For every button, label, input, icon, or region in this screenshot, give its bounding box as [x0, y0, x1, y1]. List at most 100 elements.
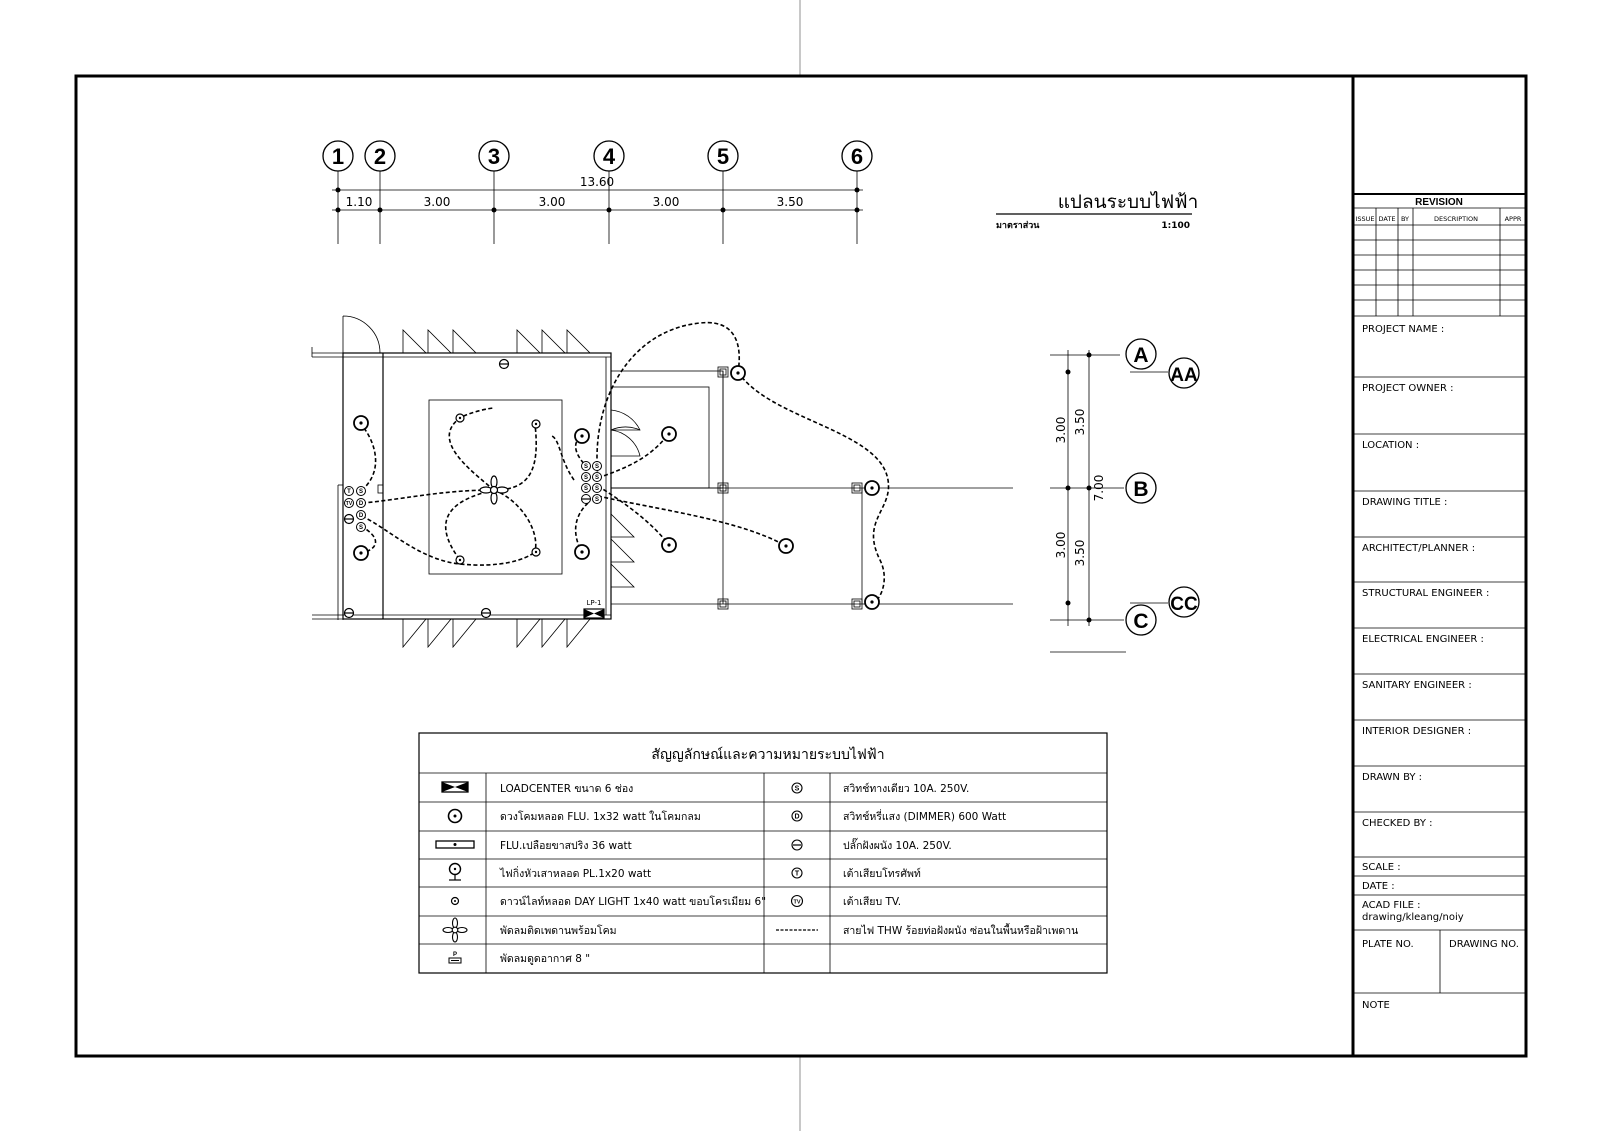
legend-text: สวิทช์หรี่แสง (DIMMER) 600 Watt — [843, 809, 1006, 823]
switch-icon: S — [791, 782, 803, 794]
scale-label: มาตราส่วน — [996, 220, 1040, 231]
svg-text:1: 1 — [332, 144, 344, 169]
exhaust-fan-icon: P — [448, 952, 462, 964]
grid-bubble-6: 6 — [841, 140, 873, 172]
svg-text:ISSUE: ISSUE — [1355, 215, 1374, 223]
svg-text:B: B — [1133, 478, 1148, 501]
field-checked-by: CHECKED BY : — [1362, 818, 1433, 829]
field-location: LOCATION : — [1362, 440, 1419, 451]
horizontal-dimensions: 13.60 1.10 3.00 3.00 3.00 3.50 — [332, 175, 863, 213]
grid-bubble-5: 5 — [707, 140, 739, 172]
legend-text: พัดลมดูดอากาศ 8 " — [500, 953, 590, 965]
ceiling-fan-icon — [442, 917, 468, 943]
svg-text:S: S — [595, 486, 599, 492]
ceiling-lamp-icon — [447, 808, 463, 824]
scale-value: 1:100 — [1161, 221, 1190, 231]
louvers-top — [402, 329, 591, 354]
span-dimension: 3.00 — [424, 195, 451, 209]
svg-text:S: S — [359, 525, 363, 531]
title-block: REVISION ISSUE DATE BY DESCRIPTION APPR — [1353, 193, 1526, 1011]
field-sanitary-engineer: SANITARY ENGINEER : — [1362, 680, 1472, 691]
flu-batten-icon — [435, 840, 475, 849]
outlet-icon — [791, 839, 803, 851]
post-lamp-icon — [448, 862, 462, 881]
span-dimension: 3.00 — [653, 195, 680, 209]
legend-text: ปลั๊กฝังผนัง 10A. 250V. — [843, 837, 952, 852]
svg-text:DATE: DATE — [1379, 215, 1396, 223]
legend-text: ดาวน์ไลท์หลอด DAY LIGHT 1x40 watt ขอบโคร… — [500, 895, 766, 908]
grid-bubble-A: A — [1125, 338, 1157, 370]
phone-outlet-icon: T — [791, 867, 803, 879]
grid-bubble-2: 2 — [364, 140, 396, 172]
svg-text:D: D — [794, 814, 799, 821]
field-project-owner: PROJECT OWNER : — [1362, 383, 1453, 394]
svg-text:S: S — [584, 464, 588, 470]
field-date: DATE : — [1362, 881, 1395, 892]
field-drawn-by: DRAWN BY : — [1362, 772, 1422, 783]
acad-file-value: drawing/kleang/noiy — [1362, 912, 1464, 923]
field-electrical-engineer: ELECTRICAL ENGINEER : — [1362, 634, 1484, 645]
legend-text: พัดลมติดเพดานพร้อมโคม — [500, 924, 617, 937]
legend-title: สัญญลักษณ์และความหมายระบบไฟฟ้า — [651, 746, 884, 763]
field-note: NOTE — [1362, 1000, 1390, 1011]
loadcenter-icon — [441, 781, 469, 793]
switch-group-left: T S TV D D S — [344, 486, 366, 532]
svg-text:P: P — [453, 952, 457, 958]
field-architect: ARCHITECT/PLANNER : — [1362, 543, 1475, 554]
span-dimension: 1.10 — [346, 195, 373, 209]
legend-text: สายไฟ THW ร้อยท่อฝังผนัง ซ่อนในพื้นหรือฝ… — [843, 923, 1078, 937]
louvers-right — [610, 513, 635, 588]
field-scale: SCALE : — [1362, 862, 1401, 873]
svg-text:A: A — [1133, 344, 1148, 367]
field-drawing-no: DRAWING NO. — [1449, 939, 1519, 950]
svg-text:TV: TV — [793, 900, 800, 906]
overall-dimension: 13.60 — [580, 175, 614, 189]
outlet-icon — [343, 358, 510, 619]
svg-text:TV: TV — [346, 501, 353, 507]
columns — [717, 366, 863, 610]
svg-text:3.50: 3.50 — [1073, 540, 1087, 567]
svg-text:S: S — [795, 786, 800, 793]
legend-text: ไฟกิ่งหัวเสาหลอด PL.1x20 watt — [499, 866, 651, 880]
wiring — [359, 322, 890, 603]
svg-text:T: T — [347, 489, 351, 495]
grid-bubble-1: 1 — [322, 140, 354, 172]
field-structural-engineer: STRUCTURAL ENGINEER : — [1362, 588, 1489, 599]
floor-plan: T S TV D D S S S S S S S S LP-1 — [311, 315, 1013, 649]
svg-text:3: 3 — [488, 144, 500, 169]
grid-bubble-B: B — [1125, 472, 1157, 504]
ceiling-fan-icon — [479, 475, 509, 505]
legend-text: FLU.เปลือยขาสปริง 36 watt — [500, 839, 632, 852]
svg-text:3.00: 3.00 — [1054, 532, 1068, 559]
grid-bubble-C: C — [1125, 604, 1157, 636]
tv-outlet-icon: TV — [790, 894, 804, 908]
legend-text: LOADCENTER ขนาด 6 ช่อง — [500, 783, 633, 795]
column-grid: 1 2 3 4 5 6 — [322, 140, 873, 244]
legend-text: ดวงโคมหลอด FLU. 1x32 watt ในโคมกลม — [500, 810, 701, 823]
svg-text:7.00: 7.00 — [1092, 475, 1106, 502]
svg-text:4: 4 — [603, 144, 616, 169]
downlight-icon — [450, 896, 460, 906]
field-project-name: PROJECT NAME : — [1362, 324, 1444, 335]
legend-text: เต้าเสียบ TV. — [843, 895, 901, 908]
svg-text:S: S — [584, 486, 588, 492]
row-grid: 3.00 3.00 3.50 3.50 7.00 A B C AA CC — [1050, 338, 1200, 653]
field-interior-designer: INTERIOR DESIGNER : — [1362, 726, 1471, 737]
svg-text:3.00: 3.00 — [1054, 417, 1068, 444]
svg-text:APPR: APPR — [1505, 215, 1522, 223]
panel-label: LP-1 — [587, 599, 602, 607]
span-dimension: 3.00 — [539, 195, 566, 209]
svg-text:BY: BY — [1401, 215, 1409, 223]
legend-text: สวิทช์ทางเดียว 10A. 250V. — [843, 782, 969, 795]
svg-text:S: S — [595, 464, 599, 470]
field-plate-no: PLATE NO. — [1362, 939, 1414, 950]
loadcenter-icon: LP-1 — [583, 599, 605, 619]
svg-text:CC: CC — [1170, 594, 1198, 615]
svg-text:D: D — [359, 513, 364, 519]
svg-text:3.50: 3.50 — [1073, 409, 1087, 436]
span-dimension: 3.50 — [777, 195, 804, 209]
ceiling-lamp-icon — [353, 365, 880, 610]
svg-text:AA: AA — [1170, 365, 1198, 386]
revision-title: REVISION — [1415, 197, 1463, 208]
